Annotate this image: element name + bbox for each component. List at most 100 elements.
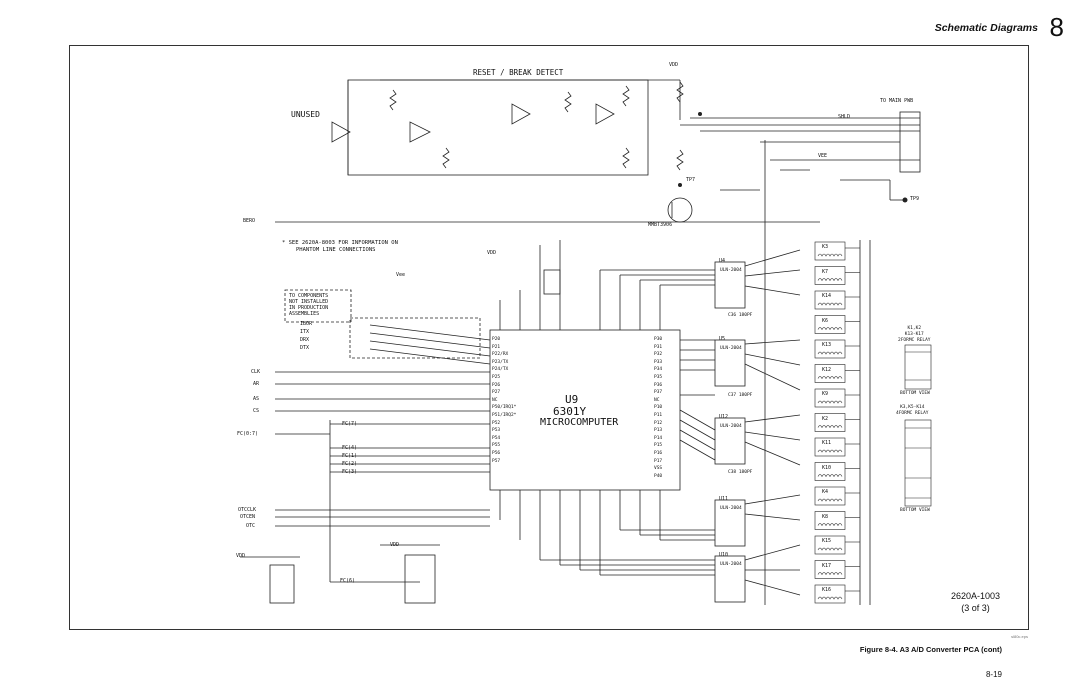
page-header-title: Schematic Diagrams — [934, 22, 1038, 34]
u9-port-label: P20 — [492, 337, 501, 342]
u9-port-label: P32 — [654, 352, 663, 358]
signal-itx: ITX — [300, 329, 310, 335]
fc6-label: FC(6) — [340, 578, 356, 584]
vdd-bottom-left-label: VDD — [236, 553, 246, 559]
relay-label: K11 — [822, 440, 832, 446]
relay-coil-winding — [817, 474, 843, 478]
u9-port-label: P26 — [492, 382, 501, 388]
relay-label: K16 — [822, 587, 832, 593]
relay-coil — [814, 339, 846, 359]
signal-dtx: DTX — [300, 345, 310, 351]
u9-port-label: P35 — [654, 374, 663, 380]
relay-coil-winding — [817, 302, 843, 306]
u9-port-label: P36 — [654, 382, 663, 388]
u9-name: U9 — [565, 393, 579, 406]
driver-name: U10 — [719, 552, 729, 558]
figure-caption: Figure 8-4. A3 A/D Converter PCA (cont) — [859, 645, 1002, 654]
tp9-label: TP9 — [910, 196, 920, 202]
relay2-title-line: 4FORMC RELAY — [896, 411, 929, 416]
relay-label: K17 — [822, 562, 832, 569]
u9-port-label: P27 — [492, 390, 501, 396]
signal-ibor: IBOR — [300, 321, 313, 327]
q1-part-label: MMBT3906 — [648, 222, 673, 228]
relay-label: K14 — [822, 293, 832, 299]
fc-line-list: FC(7) FC(4) FC(1) FC(2) FC(3) — [342, 420, 357, 476]
relay-coil — [814, 388, 846, 408]
fc-line-label: FC(4) — [342, 445, 358, 451]
u9-part: 6301Y — [553, 405, 587, 418]
relay-label: K13 — [822, 342, 832, 348]
u9-port-label: P12 — [654, 420, 663, 426]
otcclk-label: OTCCLK — [238, 507, 257, 513]
relay1-title-line: K13-K17 — [904, 332, 924, 337]
vee-connector-label: VEE — [818, 153, 828, 159]
relay-coil — [814, 584, 846, 604]
relay-label: K12 — [822, 366, 832, 373]
signal-drx: DRX — [300, 337, 310, 343]
otcen-label: OTCEN — [240, 514, 256, 520]
u9-port-label: P51/IRQ2* — [492, 412, 517, 418]
unused-label: UNUSED — [291, 110, 320, 119]
u9-port-label: P10 — [654, 405, 663, 411]
u9-description: MICROCOMPUTER — [540, 417, 619, 428]
u9-port-label: P21 — [492, 344, 501, 350]
u9-port-label: P33 — [654, 359, 663, 365]
relay-coil — [814, 511, 846, 530]
u9-port-label: NC — [654, 397, 660, 403]
relay-label: K7 — [822, 268, 829, 275]
relay-coil-winding — [817, 498, 843, 502]
relay-coil — [814, 413, 846, 432]
relay-label: K4 — [822, 489, 829, 495]
u9-port-label: P11 — [654, 412, 663, 418]
u9-port-label: P56 — [492, 450, 501, 456]
bero-signal-label: BERO — [243, 218, 256, 224]
fc-line-label: FC(3) — [342, 469, 358, 475]
fc-line-label: FC(2) — [342, 461, 358, 467]
page-number: 8-19 — [985, 670, 1002, 679]
relay1-title-line: 2FORMC RELAY — [898, 338, 931, 343]
u9-port-label: P23/TX — [492, 359, 509, 365]
schematic-frame — [69, 45, 1029, 630]
u9-port-label: P54 — [492, 435, 501, 441]
relay-coil — [814, 290, 846, 310]
relay2-title: K3,K5-K14 4FORMC RELAY — [896, 405, 929, 417]
relay-coil-winding — [817, 547, 843, 551]
relay-coil — [814, 364, 846, 383]
relay-label: K6 — [822, 317, 829, 324]
page-header-chapter: 8 — [1049, 12, 1064, 42]
relay-label: K8 — [822, 513, 829, 520]
driver-part: ULN-2004 — [720, 346, 742, 351]
components-box-line-3: IN PRODUCTION — [289, 305, 329, 311]
driver-name: U11 — [719, 496, 729, 502]
driver-part: ULN-2004 — [720, 506, 742, 511]
u9-port-label: P14 — [654, 435, 663, 441]
u9-port-label: P13 — [654, 428, 663, 434]
u9-port-label: P31 — [654, 344, 663, 350]
relay-coil — [814, 486, 846, 506]
u9-port-label: P40 — [654, 473, 663, 479]
u9-port-label: P37 — [654, 390, 663, 396]
to-main-pwb-label: TO MAIN PWB — [880, 98, 914, 104]
reset-break-label: RESET / BREAK DETECT — [473, 68, 564, 77]
relay-coil-group — [814, 241, 860, 604]
relay-coil-winding — [817, 425, 843, 429]
relay-coil — [814, 315, 846, 334]
file-code: sl80c.eps — [1011, 634, 1028, 639]
relay1-title: K1,K2 K13-K17 2FORMC RELAY — [898, 326, 931, 344]
relay1-title-line: K1,K2 — [907, 326, 922, 331]
components-box-text: TO COMPONENTS NOT INSTALLED IN PRODUCTIO… — [289, 293, 328, 317]
vee-top-label: Vee — [396, 272, 406, 278]
driver-name: U5 — [719, 336, 726, 342]
fc-line-label: FC(1) — [342, 453, 358, 459]
driver-part: ULN-2004 — [720, 268, 742, 273]
relay-coil-winding — [817, 400, 843, 404]
left-signal-list: IBOR ITX DRX DTX — [300, 320, 312, 352]
relay-coil — [814, 241, 846, 261]
relay-coil-winding — [817, 572, 843, 576]
cap-c36: C36 180PF — [728, 313, 753, 318]
relay-coil — [814, 266, 846, 285]
as-signal-label: AS — [253, 396, 260, 402]
relay-label: K9 — [822, 391, 829, 397]
relay-coil-winding — [817, 523, 843, 527]
